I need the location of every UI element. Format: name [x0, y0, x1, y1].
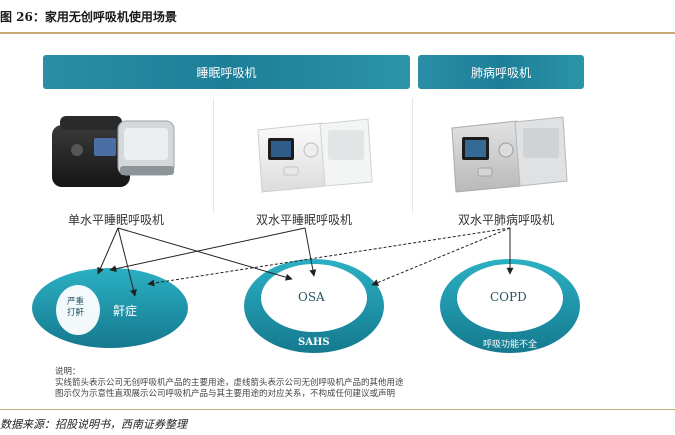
severe-snoring-line2: 打鼾: [67, 308, 85, 318]
sahs-label: SAHS: [298, 337, 330, 348]
bilevel-lung-ventilator-image: [451, 116, 568, 193]
lung-ventilator-banner-label: 肺病呼吸机: [470, 65, 531, 80]
lung-ventilator-banner: 肺病呼吸机: [418, 55, 584, 89]
arrow-lung-to-snoring: [147, 227, 511, 287]
severe-snoring-line1: 严重: [67, 297, 85, 307]
arrow-single-to-snoring: [97, 227, 119, 275]
arrow-single-to-snoring-2: [117, 227, 137, 297]
respiratory-insufficiency-label: 呼吸功能不全: [483, 340, 538, 350]
device-label-bilevel-sleep: 双水平睡眠呼吸机: [256, 213, 353, 227]
sahs-circle: [244, 259, 384, 353]
sleep-ventilator-banner: 睡眠呼吸机: [43, 55, 410, 89]
single-level-sleep-ventilator-image: [52, 116, 175, 187]
device-divider-2: [412, 98, 413, 213]
note-heading: 说明：: [55, 367, 81, 377]
footer-rule: [0, 409, 675, 410]
note-line-2: 图示仅为示意性直观展示公司呼吸机产品与其主要用途的对应关系，不构成任何建议或声明: [55, 389, 396, 399]
bilevel-sleep-ventilator-image: [257, 118, 373, 193]
data-source: 数据来源：招股说明书，西南证券整理: [0, 418, 187, 431]
arrow-bilevel-to-snoring: [109, 227, 306, 273]
primary-use-arrows: [97, 227, 514, 297]
other-use-arrows: [147, 227, 511, 287]
osa-label: OSA: [298, 290, 325, 304]
severe-snoring-label: 严重 打鼾: [67, 297, 84, 319]
arrow-single-to-osa: [117, 227, 293, 281]
snoring-label: 鼾症: [113, 304, 138, 318]
sleep-ventilator-banner-label: 睡眠呼吸机: [196, 65, 257, 80]
figure-title: 图 26：家用无创呼吸机使用场景: [0, 10, 177, 24]
copd-label: COPD: [490, 290, 527, 304]
title-rule: [0, 32, 675, 34]
copd-circle: [440, 259, 580, 353]
device-label-bilevel-lung: 双水平肺病呼吸机: [458, 213, 555, 227]
note-line-1: 实线箭头表示公司无创呼吸机产品的主要用途，虚线箭头表示公司无创呼吸机产品的其他用…: [55, 378, 404, 388]
arrow-bilevel-to-osa: [304, 227, 317, 277]
snoring-circle: [32, 268, 188, 348]
device-label-single-sleep: 单水平睡眠呼吸机: [68, 213, 165, 227]
device-divider-1: [213, 98, 214, 213]
